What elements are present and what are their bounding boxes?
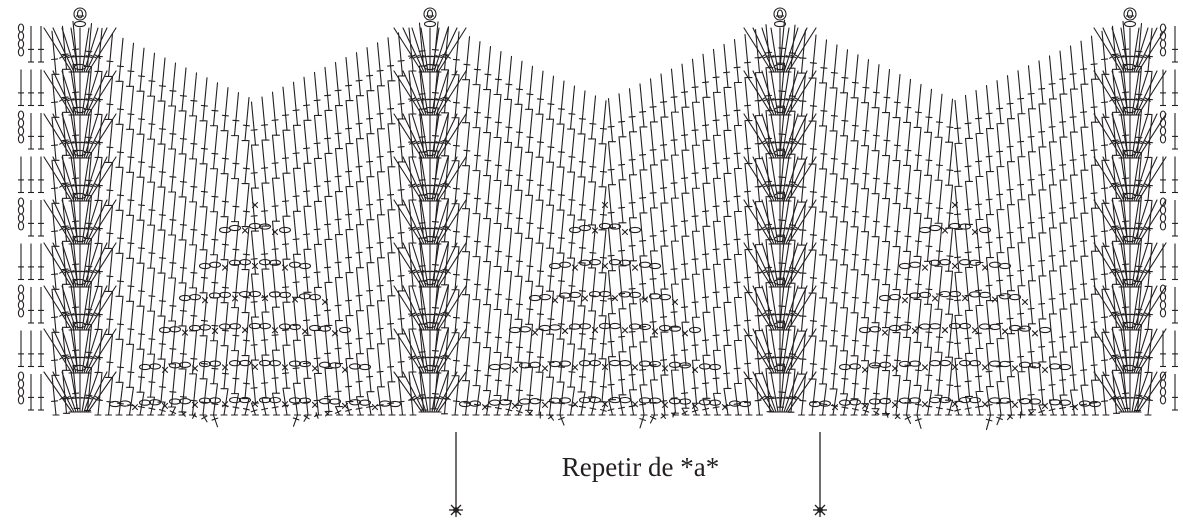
chain-arch (951, 201, 959, 209)
turning-chain (1159, 110, 1178, 150)
peak-marker-icon (73, 7, 87, 21)
turning-chain (17, 197, 44, 237)
chain-arch (808, 396, 1102, 411)
peak-fan (43, 192, 117, 245)
chain-arch (251, 201, 259, 209)
turning-chain (1159, 371, 1178, 411)
repeat-caption-text: Repetir de *a* (561, 452, 720, 482)
turning-chain (1160, 156, 1178, 194)
peak-fan (393, 364, 467, 413)
chain-arch (528, 290, 679, 306)
turning-chain (18, 243, 44, 281)
peak-fan (1093, 106, 1167, 159)
chain-arch (838, 359, 1072, 373)
turning-chain (18, 330, 44, 368)
stitch-row (51, 277, 1153, 404)
peak-fan (43, 106, 117, 159)
stitch-rows (43, 19, 1167, 431)
turning-chain (18, 69, 44, 107)
repeat-end-asterisk-icon (813, 503, 827, 517)
stitch-row (51, 62, 1153, 189)
turning-chain (1160, 330, 1178, 368)
turning-chain (1159, 23, 1178, 63)
chain-arch (878, 290, 1029, 306)
peak-fan (393, 321, 467, 374)
peak-markers (73, 7, 1137, 21)
stitch-row (51, 19, 1153, 146)
peak-marker-icon (1123, 7, 1137, 21)
peak-fan (1093, 235, 1167, 288)
peak-fan (743, 106, 817, 159)
chain-arch (178, 290, 329, 306)
peak-fan (43, 235, 117, 288)
peak-fan (43, 364, 117, 413)
peak-fan (393, 192, 467, 245)
chain-arch (858, 322, 1052, 337)
chain-arch (218, 222, 292, 236)
chain-arch (601, 201, 609, 209)
repeat-caption: Repetir de *a* (0, 452, 1183, 483)
turning-chain (17, 371, 44, 411)
chain-arch (918, 222, 992, 236)
turning-chain (17, 23, 44, 63)
stitch-row (51, 363, 1153, 431)
peak-fan (1093, 20, 1167, 73)
stitch-row (51, 105, 1153, 232)
chain-arch (898, 259, 1012, 271)
peak-marker-icon (773, 7, 787, 21)
chain-arch (488, 359, 722, 373)
chain-arch (568, 222, 642, 236)
turning-chain (17, 110, 44, 150)
turning-chain (1159, 284, 1178, 324)
chain-arch (108, 396, 402, 411)
right-edge-turning-chains (1159, 23, 1178, 411)
stitch-row (51, 148, 1153, 275)
stitch-row (51, 191, 1153, 318)
peak-fan (393, 106, 467, 159)
turning-chain (1160, 243, 1178, 281)
turning-chain (17, 284, 44, 324)
peak-fan (393, 235, 467, 288)
chain-arch (508, 322, 702, 337)
left-edge-turning-chains (17, 23, 44, 411)
turning-chain (1160, 69, 1178, 107)
peak-marker-icon (423, 7, 437, 21)
peak-fan (743, 321, 817, 374)
chain-arch (158, 322, 352, 337)
chain-arch (458, 396, 752, 411)
stitch-row (51, 320, 1153, 416)
peak-fan (43, 278, 117, 331)
peak-fan (43, 149, 117, 202)
repeat-start-asterisk-icon (449, 503, 463, 517)
peak-fan (43, 63, 117, 116)
turning-chain (1159, 197, 1178, 237)
chain-arch (198, 259, 312, 271)
repeat-indicator (449, 432, 827, 517)
peak-fan (743, 364, 817, 413)
turning-chain (18, 156, 44, 194)
peak-fan (393, 63, 467, 116)
chain-arch (548, 259, 662, 271)
chain-arch (138, 359, 372, 373)
